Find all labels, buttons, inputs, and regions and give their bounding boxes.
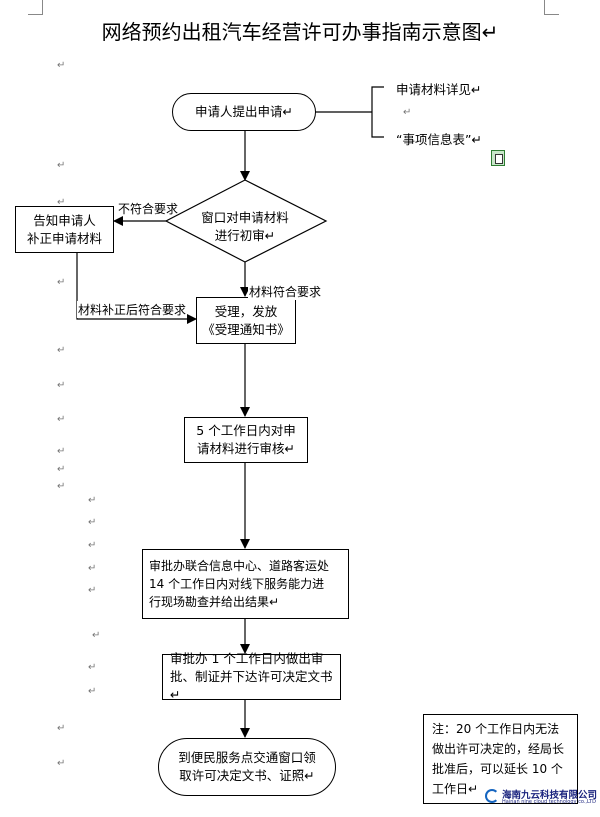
paragraph-mark: ↵ bbox=[57, 197, 66, 208]
audit-node: 5 个工作日内对申 请材料进行审核↵ bbox=[184, 417, 308, 463]
review-node-text: 窗口对申请材料 进行初审↵ bbox=[186, 209, 304, 245]
accept-line-1: 受理，发放 bbox=[214, 303, 278, 319]
pickup-node: 到便民服务点交通窗口领 取许可决定文书、证照↵ bbox=[158, 738, 336, 796]
company-logo: 海南九云科技有限公司 Hainan nine cloud technology … bbox=[485, 787, 598, 809]
start-node: 申请人提出申请↵ bbox=[172, 93, 316, 131]
review-line-2: 进行初审↵ bbox=[214, 228, 276, 243]
crop-mark-top-right bbox=[544, 0, 559, 15]
paragraph-mark: ↵ bbox=[88, 686, 97, 697]
notify-node: 告知申请人 补正申请材料 bbox=[15, 206, 114, 253]
pickup-line-2: 取许可决定文书、证照↵ bbox=[179, 768, 315, 783]
page-title: 网络预约出租汽车经营许可办事指南示意图↵ bbox=[101, 20, 499, 44]
paragraph-mark: ↵ bbox=[88, 563, 97, 574]
paragraph-mark: ↵ bbox=[88, 662, 97, 673]
note-line-3: 批准后，可以延长 10 个 bbox=[432, 762, 563, 776]
paragraph-mark: ↵ bbox=[57, 723, 66, 734]
review-diamond bbox=[164, 179, 328, 263]
audit-line-2: 请材料进行审核↵ bbox=[197, 441, 295, 456]
note-line-2: 做出许可决定的，经局长 bbox=[432, 742, 565, 756]
paragraph-mark: ↵ bbox=[88, 540, 97, 551]
paragraph-mark: ↵ bbox=[88, 517, 97, 528]
note-box: 注：20 个工作日内无法 做出许可决定的，经局长 批准后，可以延长 10 个 工… bbox=[423, 714, 578, 804]
notify-line-2: 补正申请材料 bbox=[26, 230, 102, 246]
paragraph-mark: ↵ bbox=[88, 585, 97, 596]
note-line-1: 注：20 个工作日内无法 bbox=[432, 722, 560, 736]
pickup-line-1: 到便民服务点交通窗口领 bbox=[178, 750, 316, 765]
paragraph-mark: ↵ bbox=[88, 495, 97, 506]
logo-text: 海南九云科技有限公司 bbox=[502, 790, 598, 801]
inspect-line-2: 14 个工作日内对线下服务能力进 bbox=[149, 577, 325, 591]
decide-line-1: 审批办 1 个工作日内做出审 bbox=[170, 651, 324, 666]
material-detail-text-2: ↵ bbox=[403, 107, 412, 118]
paragraph-mark: ↵ bbox=[57, 446, 66, 457]
start-node-label: 申请人提出申请↵ bbox=[195, 104, 293, 119]
material-detail-text-1: 申请材料详见↵ bbox=[396, 82, 482, 97]
logo-mark-icon bbox=[485, 789, 499, 803]
edge-label-corrected: 材料补正后符合要求 bbox=[77, 301, 188, 318]
paragraph-mark: ↵ bbox=[57, 481, 66, 492]
audit-line-1: 5 个工作日内对申 bbox=[196, 423, 296, 438]
inspect-node: 审批办联合信息中心、道路客运处 14 个工作日内对线下服务能力进 行现场勘查并给… bbox=[142, 549, 349, 619]
inspect-line-3: 行现场勘查并给出结果↵ bbox=[149, 595, 280, 609]
review-line-1: 窗口对申请材料 bbox=[201, 210, 289, 225]
paragraph-mark: ↵ bbox=[57, 60, 66, 71]
paragraph-mark: ↵ bbox=[57, 160, 66, 171]
notify-line-1: 告知申请人 bbox=[33, 212, 96, 228]
inspect-line-1: 审批办联合信息中心、道路客运处 bbox=[149, 559, 330, 573]
edge-label-meet: 材料符合要求 bbox=[248, 283, 323, 300]
decide-line-2: 批、制证并下达许可决定文书↵ bbox=[170, 669, 333, 702]
accept-node: 受理，发放 《受理通知书》 bbox=[196, 297, 296, 344]
material-detail-text-3: “事项信息表”↵ bbox=[396, 132, 482, 147]
edge-label-not-meet: 不符合要求 bbox=[118, 202, 179, 216]
paragraph-mark: ↵ bbox=[92, 630, 101, 641]
paragraph-mark: ↵ bbox=[57, 380, 66, 391]
paragraph-mark: ↵ bbox=[57, 758, 66, 769]
paragraph-mark: ↵ bbox=[57, 464, 66, 475]
clipboard-icon bbox=[491, 150, 505, 166]
paragraph-mark: ↵ bbox=[57, 345, 66, 356]
accept-line-2: 《受理通知书》 bbox=[202, 321, 290, 337]
logo-subtext: Hainan nine cloud technology co.,LTD bbox=[502, 799, 596, 805]
decide-node: 审批办 1 个工作日内做出审 批、制证并下达许可决定文书↵ bbox=[162, 651, 341, 702]
paragraph-mark: ↵ bbox=[57, 277, 66, 288]
note-line-4: 工作日↵ bbox=[432, 782, 479, 796]
paragraph-mark: ↵ bbox=[57, 414, 66, 425]
crop-mark-top-left bbox=[28, 0, 43, 15]
